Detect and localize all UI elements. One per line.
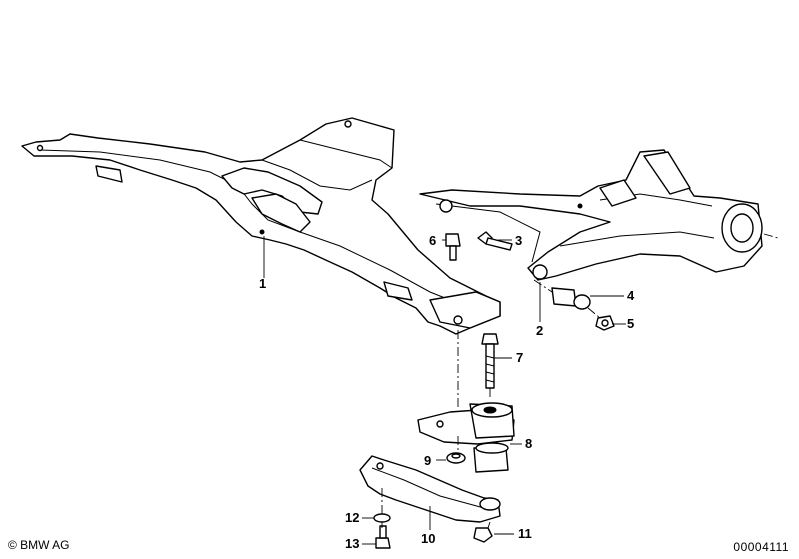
callout-4: 4	[627, 288, 635, 303]
trailing-arm-axis-line	[763, 233, 779, 239]
stud-bolt[interactable]	[481, 333, 499, 389]
callout-9: 9	[424, 453, 431, 468]
callout-2: 2	[536, 323, 543, 338]
callout-3: 3	[515, 233, 522, 248]
washer[interactable]	[446, 452, 466, 464]
callout-11: 11	[518, 526, 532, 541]
washer-bracket[interactable]	[373, 513, 391, 523]
callout-5: 5	[627, 316, 634, 331]
callout-7: 7	[516, 350, 523, 365]
callout-8: 8	[525, 436, 532, 451]
assembly-lines	[381, 279, 601, 529]
callout-10: 10	[421, 531, 435, 546]
copyright-notice: © BMW AG	[8, 538, 70, 552]
bushing[interactable]	[551, 287, 591, 310]
rear-axle-carrier[interactable]	[21, 117, 501, 335]
document-number: 00004111	[733, 540, 789, 554]
trailing-arm[interactable]	[419, 149, 763, 281]
bolt[interactable]	[477, 231, 513, 251]
callout-12: 12	[345, 510, 359, 525]
nut-bracket[interactable]	[473, 527, 493, 543]
bracket-bolt[interactable]	[375, 525, 391, 549]
callout-13: 13	[345, 536, 359, 551]
callout-labels: 1 2 3 4 5 6 7 8 9 10 11 12 13	[259, 233, 635, 551]
rubber-mount[interactable]	[417, 402, 515, 473]
carrier-bolt[interactable]	[445, 233, 461, 261]
callout-6: 6	[429, 233, 436, 248]
nut-trailing-arm[interactable]	[595, 315, 615, 331]
callout-1: 1	[259, 276, 266, 291]
leader-lines	[263, 236, 626, 545]
mounting-bracket[interactable]	[359, 455, 501, 523]
